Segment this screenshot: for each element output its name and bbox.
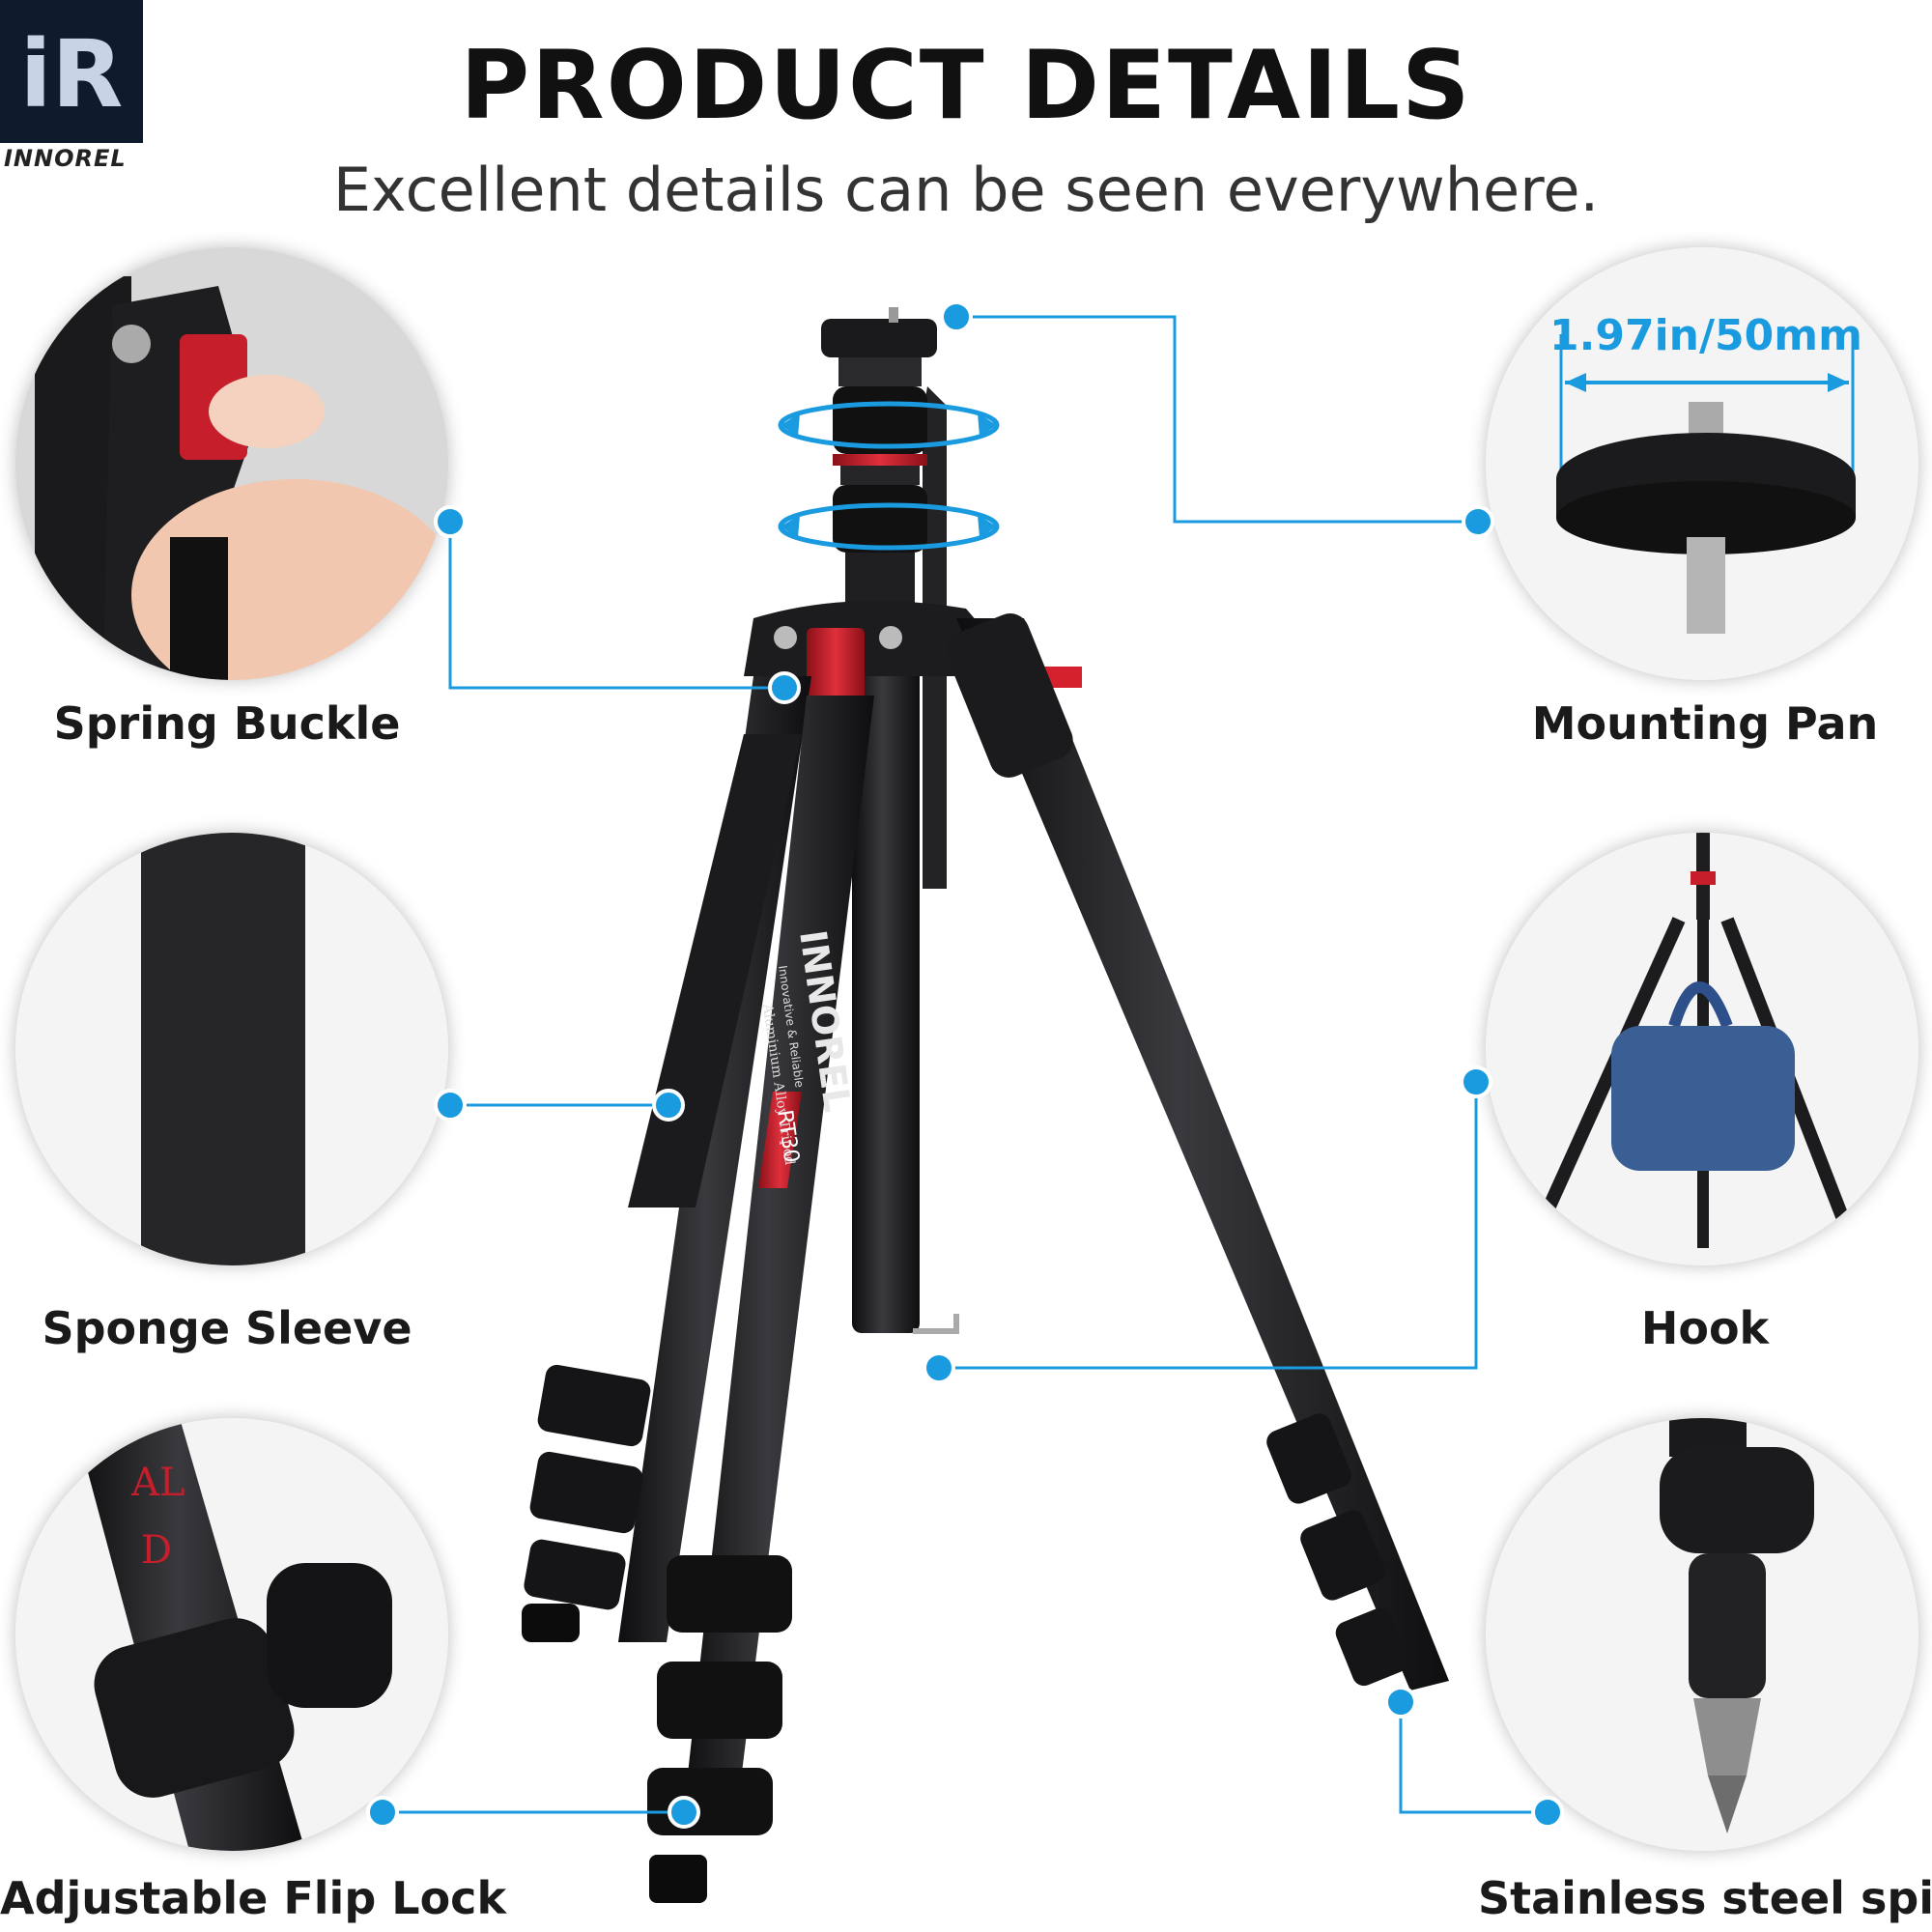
brand-logo-mark: iR [0,0,143,143]
dimension-label: 1.97in/50mm [1549,311,1862,360]
center-column [852,618,920,1333]
spike-image [1486,1418,1918,1851]
red-ring-upper [833,454,927,466]
flip-lock-1 [667,1555,792,1633]
sponge-texture [141,833,305,1265]
flip-lock-image: AL D [15,1418,448,1851]
pan-screw [1687,537,1725,634]
flip-lock-detail: AL D [15,1418,448,1851]
mounting-pan-image: 1.97in/50mm [1486,247,1918,680]
mounting-pan-label: Mounting Pan [1531,697,1879,750]
spring-buckle-label: Spring Buckle [53,697,401,750]
brand-logo: iR [0,0,143,143]
hook-detail [1486,833,1918,1265]
spike-label: Stainless steel spike [1478,1872,1932,1924]
page-title: PRODUCT DETAILS [460,31,1472,141]
sponge-sleeve-label: Sponge Sleeve [42,1302,412,1354]
spring-buckle-detail [15,247,448,680]
steel-spike [1693,1698,1761,1776]
hook-image [1486,833,1918,1265]
leg-right [956,618,1449,1690]
logo-letters: iR [20,20,124,128]
sponge-sleeve-image [15,833,448,1265]
flip-lock-2 [657,1662,782,1739]
spike-cap [1660,1447,1814,1553]
spring-buckle-lever [807,628,865,703]
leg-left [618,676,811,1642]
svg-text:D: D [141,1528,172,1573]
hook-label: Hook [1640,1302,1770,1354]
sponge-sleeve-detail [15,833,448,1265]
hanging-bag [1611,1026,1795,1171]
leg-front [681,696,874,1835]
flip-lock-clamp [94,1618,295,1798]
flip-lock-lever [267,1563,392,1708]
page-subtitle: Excellent details can be seen everywhere… [332,155,1600,225]
mounting-pan-detail: 1.97in/50mm [1486,247,1918,680]
spring-buckle-image [15,247,448,680]
head-screw [889,307,898,323]
spike-detail [1486,1418,1918,1851]
brand-name: INNOREL [4,145,127,172]
flip-lock-3 [647,1768,773,1835]
svg-text:AL: AL [130,1461,185,1505]
flip-lock-label: Adjustable Flip Lock [0,1872,507,1924]
head-plate [821,319,937,357]
